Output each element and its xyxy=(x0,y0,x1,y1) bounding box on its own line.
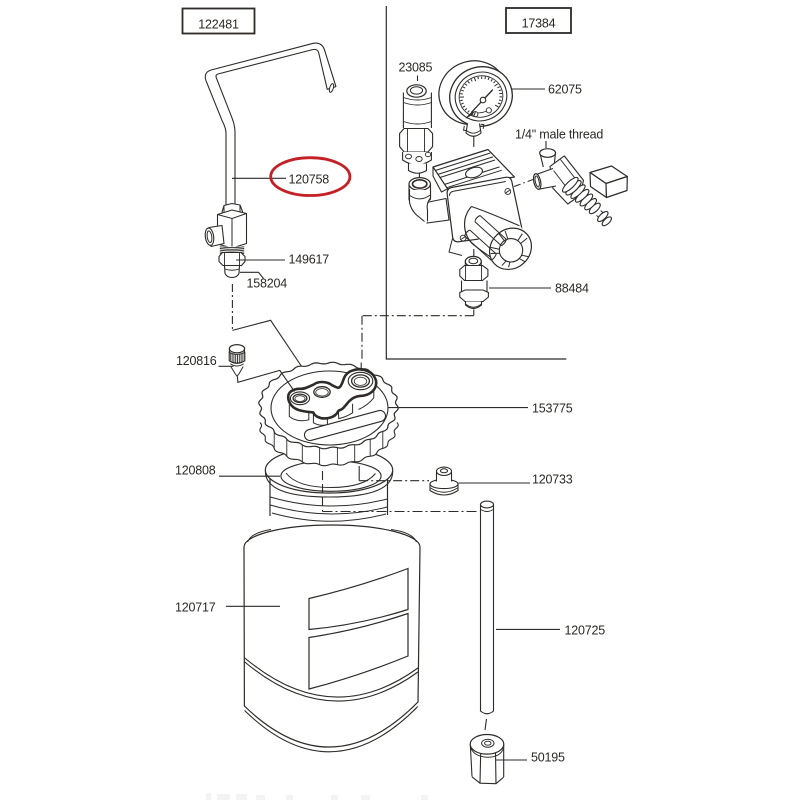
svg-text:149617: 149617 xyxy=(289,253,330,267)
svg-text:120816: 120816 xyxy=(176,354,217,368)
svg-text:120733: 120733 xyxy=(532,473,573,487)
svg-text:122481: 122481 xyxy=(198,18,239,32)
svg-text:120758: 120758 xyxy=(289,173,330,187)
svg-text:88484: 88484 xyxy=(555,282,589,296)
svg-text:62075: 62075 xyxy=(548,83,582,97)
svg-text:120717: 120717 xyxy=(175,601,216,615)
svg-text:120808: 120808 xyxy=(175,464,216,478)
svg-text:1/4" male thread: 1/4" male thread xyxy=(515,128,603,142)
svg-text:120725: 120725 xyxy=(565,624,606,638)
svg-text:23085: 23085 xyxy=(399,61,433,75)
svg-text:50195: 50195 xyxy=(531,751,565,765)
svg-text:17384: 17384 xyxy=(522,17,556,31)
svg-text:158204: 158204 xyxy=(247,277,288,291)
svg-text:153775: 153775 xyxy=(532,402,573,416)
